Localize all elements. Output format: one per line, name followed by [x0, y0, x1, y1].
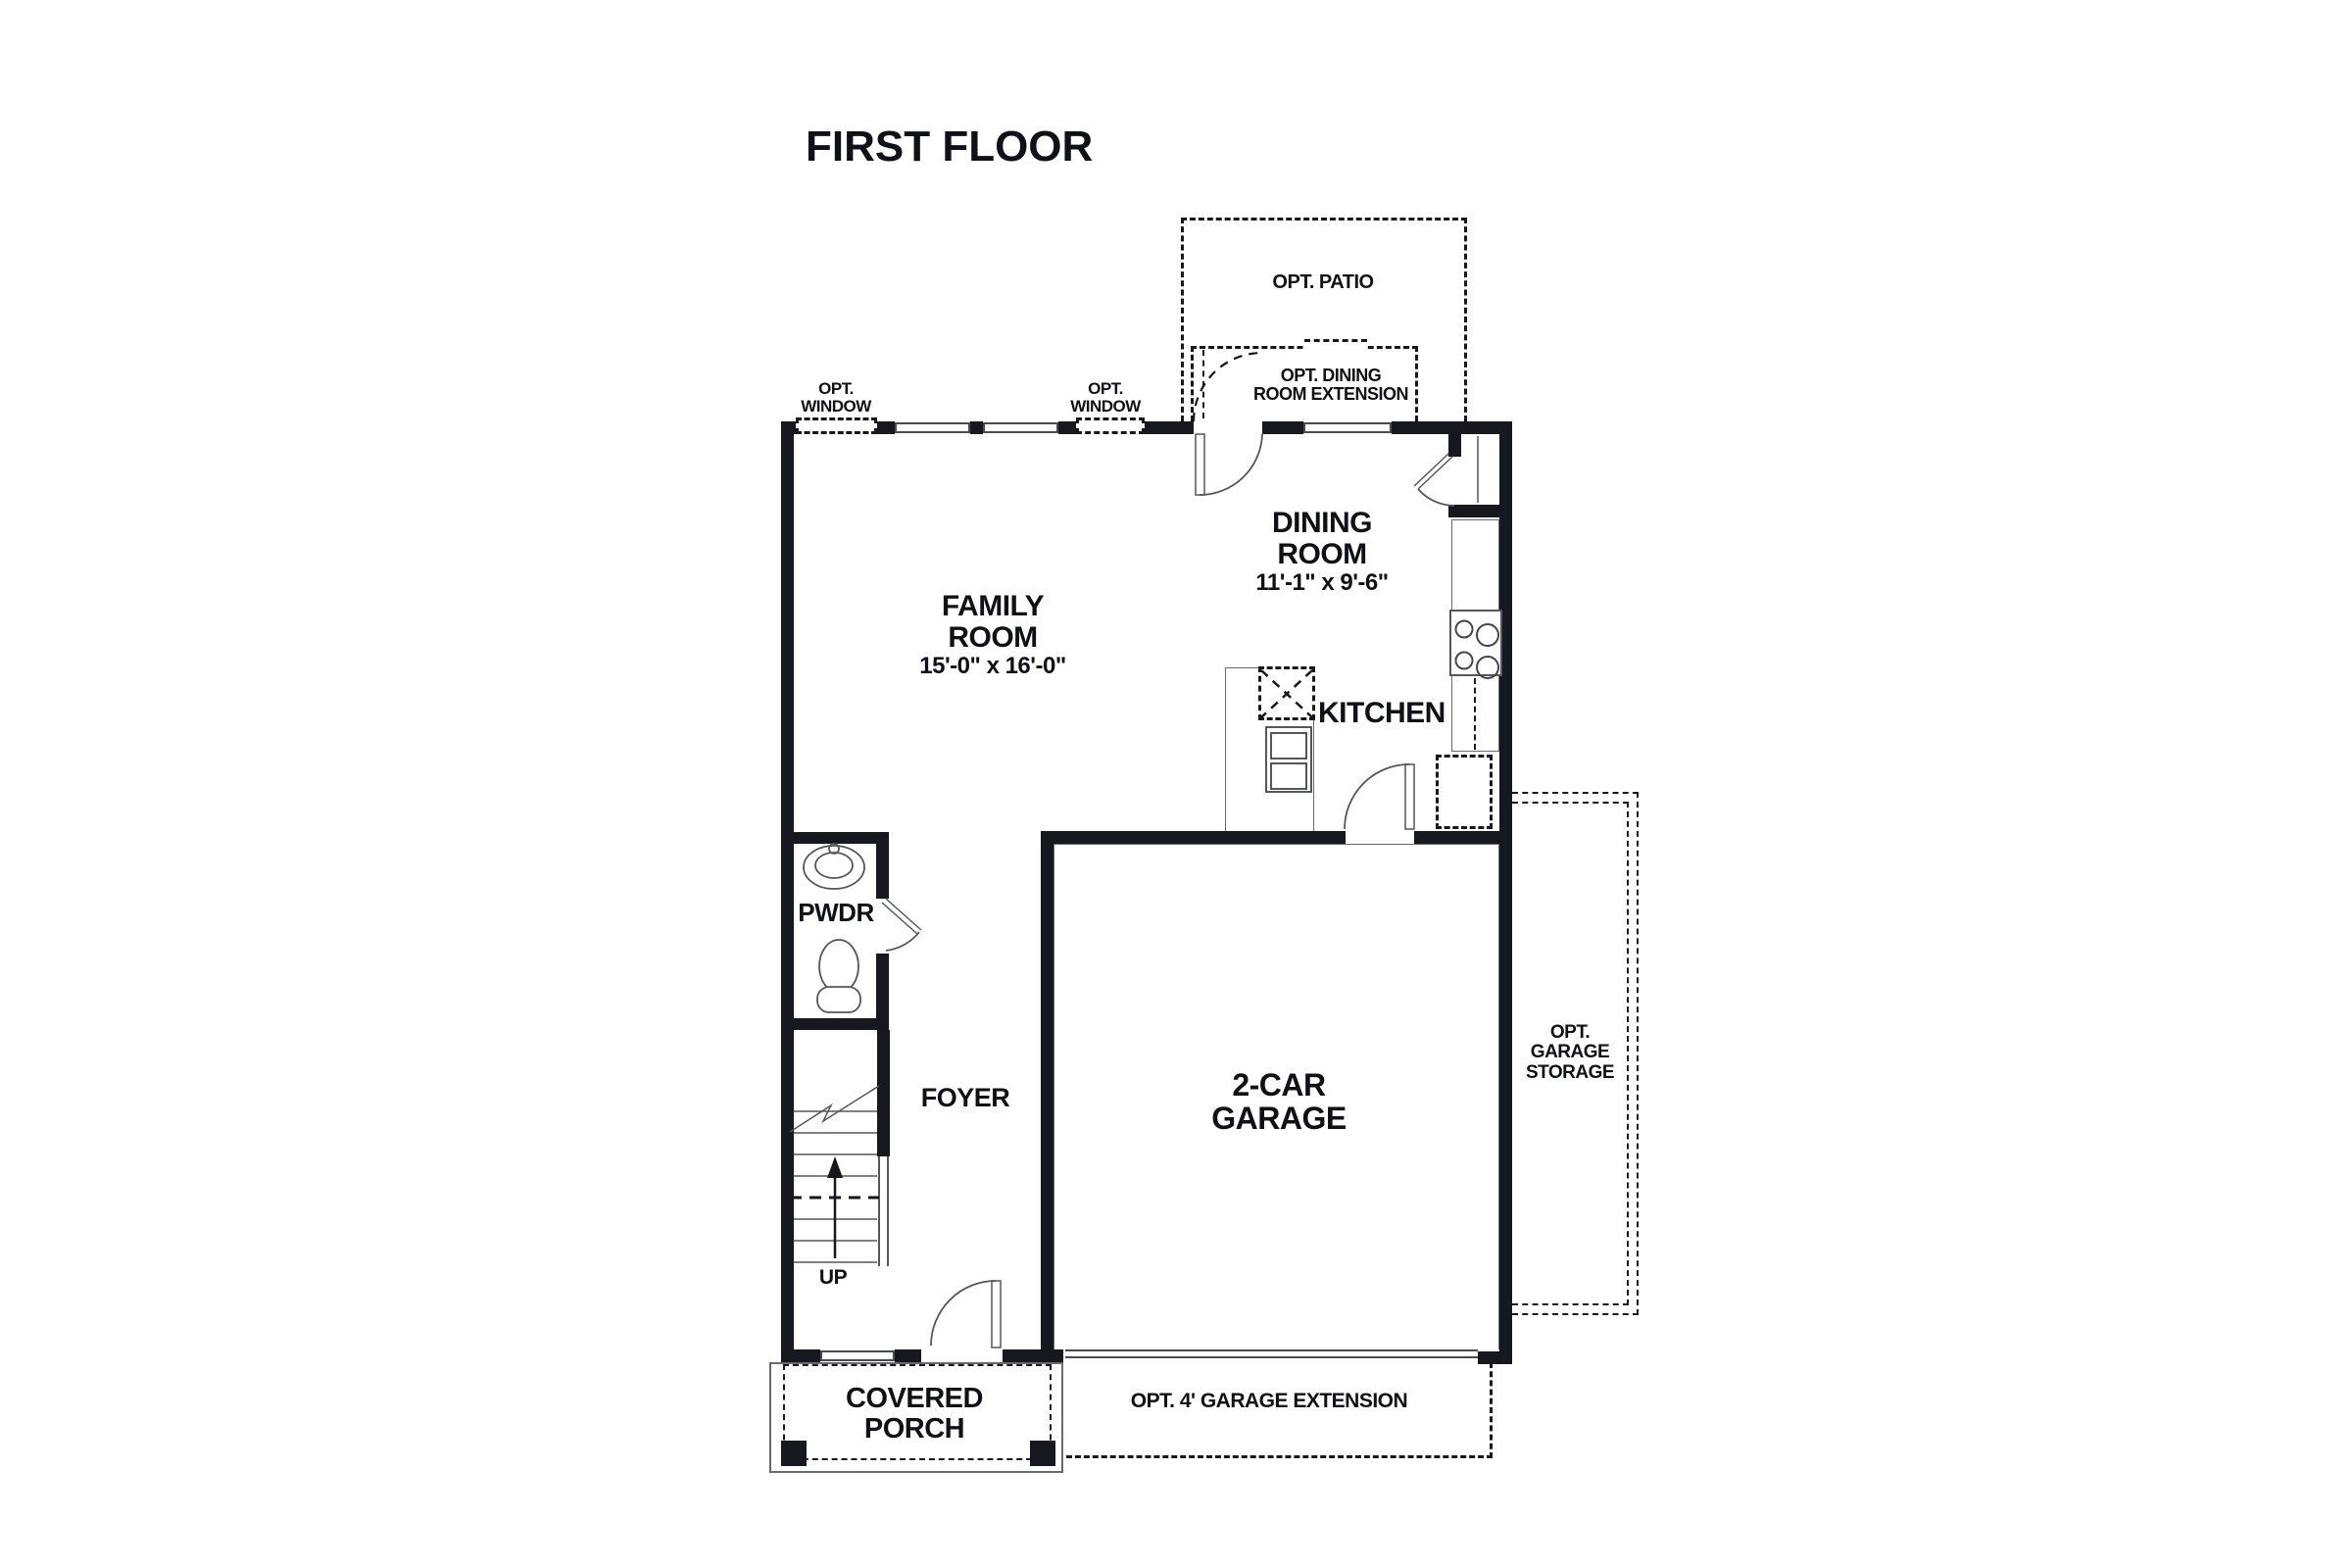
window-dining: [1303, 422, 1392, 433]
wall-top: [1145, 421, 1194, 434]
garage-door: [1065, 1349, 1478, 1358]
wall-left: [781, 421, 794, 1362]
front-door: [930, 1280, 1002, 1348]
wall-niche-horizontal: [1448, 505, 1499, 517]
wall-top: [970, 421, 983, 434]
powder-door: [881, 898, 922, 952]
wall-niche-vertical: [1448, 423, 1461, 457]
window-family-1: [895, 422, 970, 433]
window-front: [820, 1350, 895, 1361]
opt-dining-extension-label: OPT. DINING ROOM EXTENSION: [1252, 366, 1409, 405]
covered-porch-label: COVERED PORCH: [846, 1383, 983, 1446]
wall-garage-top: [1044, 831, 1346, 844]
kitchen-opt-appliance: [1436, 755, 1493, 829]
dining-room-label: DINING ROOM 11'-1" x 9'-6": [1255, 507, 1389, 597]
wall-powder-bottom: [781, 1018, 889, 1030]
stair-rail: [878, 1156, 889, 1266]
page-title: FIRST FLOOR: [806, 122, 1094, 171]
opt-window-left: [796, 417, 877, 434]
wall-powder-right: [876, 832, 889, 899]
porch-inner-dashed: [783, 1364, 1052, 1460]
opt-patio-outline: [1181, 218, 1467, 421]
opt-window-right: [1076, 417, 1145, 434]
wall-stair: [877, 1030, 890, 1156]
kitchen-garage-door: [1344, 763, 1415, 830]
wall-garage-left: [1041, 831, 1054, 1362]
stair-up-label: UP: [818, 1266, 848, 1289]
wall-powder-top: [781, 832, 889, 844]
opt-garage-extension-outline: [1066, 1362, 1493, 1458]
kitchen-label: KITCHEN: [1318, 697, 1446, 729]
opt-garage-storage-outline-inner: [1512, 802, 1629, 1305]
kitchen-opt-island: [1258, 666, 1315, 720]
opt-garage-storage-label: OPT. GARAGE STORAGE: [1525, 1022, 1615, 1083]
wall-bottom: [781, 1349, 820, 1362]
wall-bottom: [1003, 1349, 1063, 1362]
powder-room-label: PWDR: [798, 898, 874, 927]
wall-powder-right: [876, 954, 889, 1018]
wall-garage-top: [1414, 831, 1499, 844]
opt-garage-storage-outline-outer: [1512, 792, 1639, 1315]
wall-right: [1499, 423, 1512, 1364]
opt-dining-extension-inner-dash: [1202, 350, 1204, 418]
powder-toilet: [816, 939, 861, 1013]
porch-outline: [769, 1362, 1063, 1473]
wall-garage-corner: [1478, 1351, 1512, 1364]
opt-patio-label: OPT. PATIO: [1272, 271, 1374, 293]
wall-top: [1058, 421, 1076, 434]
opt-window-left-label: OPT. WINDOW: [801, 379, 871, 416]
wall-bottom: [895, 1349, 921, 1362]
porch-post-left: [781, 1441, 807, 1466]
wall-top: [877, 421, 895, 434]
porch-post-right: [1030, 1441, 1055, 1466]
powder-sink: [803, 843, 865, 890]
stair-up-arrow: [827, 1156, 843, 1258]
opt-window-right-label: OPT. WINDOW: [1070, 379, 1141, 416]
garage-inner-face-line: [1054, 844, 1499, 1349]
kitchen-stove: [1449, 610, 1502, 676]
family-room-label: FAMILY ROOM 15'-0" x 16'-0": [919, 590, 1066, 680]
wall-top: [1262, 421, 1303, 434]
foyer-label: FOYER: [920, 1083, 1010, 1112]
patio-door: [1195, 433, 1263, 496]
opt-garage-extension-label: OPT. 4' GARAGE EXTENSION: [1130, 1390, 1408, 1412]
pantry-door: [1413, 453, 1455, 507]
opt-dining-extension-notch: [1304, 339, 1367, 352]
stair-treads: [789, 1085, 880, 1263]
garage-label: 2-CAR GARAGE: [1211, 1067, 1347, 1137]
window-family-2: [983, 422, 1058, 433]
kitchen-counter-dash-line: [1474, 678, 1476, 750]
